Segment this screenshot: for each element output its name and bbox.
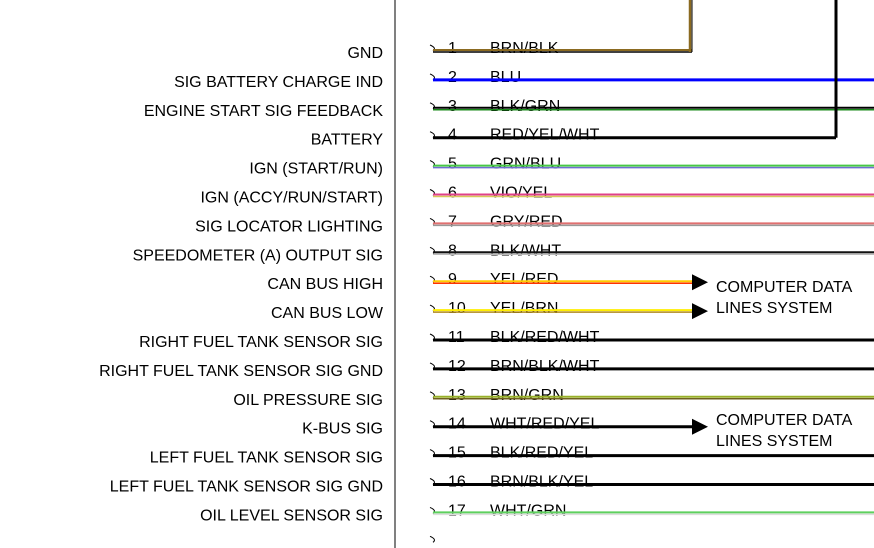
- pin-number: 7: [448, 213, 457, 230]
- pin-number: 6: [448, 185, 457, 202]
- wire-color-label: BRN/BLK/WHT: [490, 358, 600, 375]
- signal-label: SPEEDOMETER (A) OUTPUT SIG: [133, 247, 383, 264]
- pin-row: IGN (START/RUN) 5 GRN/BLU: [249, 156, 874, 178]
- pin-number: 4: [448, 127, 457, 144]
- pin-row: IGN (ACCY/RUN/START) 6 VIO/YEL: [200, 185, 874, 207]
- pin-number: 5: [448, 156, 457, 173]
- pin-row: RIGHT FUEL TANK SENSOR SIG 11 BLK/RED/WHT: [139, 329, 874, 351]
- signal-label: OIL PRESSURE SIG: [233, 392, 383, 409]
- wire-color-label: BRN/BLK: [490, 40, 559, 57]
- wire-color-label: VIO/YEL: [490, 185, 552, 202]
- pin-number: 12: [448, 358, 466, 375]
- annotation-line-2: LINES SYSTEM: [716, 433, 832, 450]
- arrow-icon: [692, 418, 708, 435]
- wire-color-label: BRN/GRN: [490, 387, 564, 404]
- pin-number: 2: [448, 69, 457, 86]
- pin-number: 16: [448, 474, 466, 491]
- wire-color-label: BLU: [490, 69, 521, 86]
- pin-number: 9: [448, 271, 457, 288]
- signal-label: SIG BATTERY CHARGE IND: [174, 74, 383, 91]
- wire-color-label: GRN/BLU: [490, 156, 561, 173]
- wire-color-label: WHT/RED/YEL: [490, 416, 599, 433]
- annotation-line-1: COMPUTER DATA: [716, 412, 853, 429]
- pin-number: 17: [448, 502, 466, 519]
- annotation-computer-data-lines: COMPUTER DATA LINES SYSTEM: [716, 279, 853, 317]
- signal-label: K-BUS SIG: [302, 421, 383, 438]
- pin-number: 10: [448, 300, 466, 317]
- signal-label: RIGHT FUEL TANK SENSOR SIG: [139, 334, 383, 351]
- pin-number: 11: [448, 329, 465, 346]
- annotations-layer: COMPUTER DATA LINES SYSTEM COMPUTER DATA LI…: [692, 274, 853, 450]
- signal-label: GND: [347, 45, 383, 62]
- wire-color-label: RED/YEL/WHT: [490, 127, 600, 144]
- wire-color-label: WHT/GRN: [490, 502, 566, 519]
- pin-row: SIG BATTERY CHARGE IND 2 BLU: [174, 69, 874, 91]
- arrow-icon: [692, 274, 708, 291]
- pin-number: 8: [448, 242, 457, 259]
- signal-label: RIGHT FUEL TANK SENSOR SIG GND: [99, 363, 383, 380]
- pin-row: LEFT FUEL TANK SENSOR SIG 15 BLK/RED/YEL: [150, 445, 874, 467]
- signal-label: CAN BUS LOW: [271, 305, 384, 322]
- pin-row: K-BUS SIG 14 WHT/RED/YEL: [302, 416, 695, 438]
- signal-label: BATTERY: [311, 132, 384, 149]
- pin-row: CAN BUS LOW 10 YEL/BRN: [271, 300, 695, 322]
- pin-number: 1: [448, 40, 457, 57]
- wire-color-label: BLK/RED/WHT: [490, 329, 600, 346]
- pins-layer: GND 1 BRN/BLK SIG BATTERY CHARGE IND 2 BLU ENG…: [99, 40, 874, 543]
- pin-number: 3: [448, 98, 457, 115]
- signal-label: ENGINE START SIG FEEDBACK: [144, 103, 383, 120]
- annotation-computer-data-lines: COMPUTER DATA LINES SYSTEM: [716, 412, 853, 450]
- pin-row: LEFT FUEL TANK SENSOR SIG GND 16 BRN/BLK/Y…: [110, 474, 874, 496]
- terminal-mark: [429, 535, 435, 543]
- signal-label: IGN (ACCY/RUN/START): [200, 190, 383, 207]
- signal-label: LEFT FUEL TANK SENSOR SIG: [150, 450, 383, 467]
- wire-color-label: BLK/RED/YEL: [490, 445, 593, 462]
- wire-color-label: YEL/BRN: [490, 300, 558, 317]
- signal-label: CAN BUS HIGH: [267, 276, 383, 293]
- arrow-icon: [692, 303, 708, 320]
- annotation-line-2: LINES SYSTEM: [716, 300, 832, 317]
- wire-color-label: YEL/RED: [490, 271, 558, 288]
- pin-row: SPEEDOMETER (A) OUTPUT SIG 8 BLK/WHT: [133, 242, 874, 264]
- routing-layer: [688, 0, 838, 138]
- wire-color-label: BRN/BLK/YEL: [490, 474, 593, 491]
- pin-row: ENGINE START SIG FEEDBACK 3 BLK/GRN: [144, 98, 874, 120]
- pin-number: 14: [448, 416, 466, 433]
- wire-color-label: BLK/GRN: [490, 98, 560, 115]
- signal-label: LEFT FUEL TANK SENSOR SIG GND: [110, 479, 383, 496]
- pin-number: 13: [448, 387, 466, 404]
- pin-row: BATTERY 4 RED/YEL/WHT: [311, 127, 836, 149]
- pin-row: CAN BUS HIGH 9 YEL/RED: [267, 271, 695, 293]
- signal-label: OIL LEVEL SENSOR SIG: [200, 507, 383, 524]
- annotation-line-1: COMPUTER DATA: [716, 279, 853, 296]
- pin-row: GND 1 BRN/BLK: [347, 40, 692, 62]
- pin-row: OIL LEVEL SENSOR SIG 17 WHT/GRN: [200, 502, 874, 524]
- pin-row: RIGHT FUEL TANK SENSOR SIG GND 12 BRN/BLK/…: [99, 358, 874, 380]
- signal-label: IGN (START/RUN): [249, 161, 383, 178]
- pin-row: SIG LOCATOR LIGHTING 7 GRY/RED: [195, 213, 874, 235]
- wire-color-label: BLK/WHT: [490, 242, 561, 259]
- wire-color-label: GRY/RED: [490, 213, 563, 230]
- pin-number: 15: [448, 445, 466, 462]
- signal-label: SIG LOCATOR LIGHTING: [195, 218, 383, 235]
- pin-row: OIL PRESSURE SIG 13 BRN/GRN: [233, 387, 874, 409]
